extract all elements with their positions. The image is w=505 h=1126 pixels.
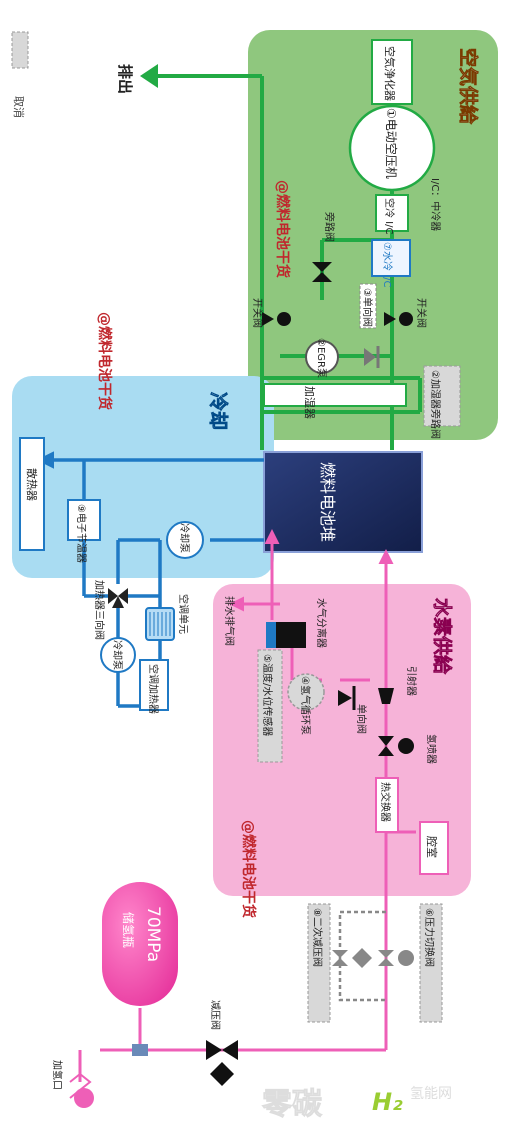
hydrogen-supply-title: 水素供給 [431, 598, 454, 675]
secondary-reducer-valve [332, 948, 372, 968]
legend-cancel-swatch [11, 31, 29, 69]
fill-port-label: 加氢口 [51, 1060, 64, 1090]
fuel-cell-stack-label: 燃料电池堆 [318, 462, 337, 542]
coolant-pump-small [100, 637, 136, 673]
radiator-label: 散热器 [25, 468, 39, 501]
water-separator-label: 水气分离器 [315, 598, 328, 648]
compressor-label: ①电动空压机 [384, 108, 398, 179]
fill-port: 加氢口 [51, 1060, 94, 1108]
h2-recirculation-pump [287, 673, 325, 711]
exhaust-path: 排出 [116, 64, 264, 450]
h2-check-valve-label: 单向阀 [355, 704, 368, 734]
fuel-cell-stack [263, 451, 423, 553]
ac-unit [145, 607, 175, 641]
ic-note: I/C：中冷器 [429, 178, 442, 231]
ac-unit-fins [149, 612, 171, 636]
watermark-2: @燃料电池干货 [96, 312, 113, 410]
three-way-valve-label: 加热器三向阀 [93, 580, 106, 640]
coolant-pump-main [166, 521, 204, 559]
hydrogen-injector: 氢喷器 [378, 734, 438, 764]
thermostat-label: ⑨电子节温器 [75, 504, 88, 563]
ac-heater-label: 空调加热器 [147, 664, 160, 714]
pressure-switch-valve [378, 950, 414, 966]
switch-valve-right: 开关阀 [384, 298, 428, 328]
drain-valve-label: 排水排气阀 [223, 596, 236, 646]
heat-exchanger [375, 777, 399, 833]
secondary-reducer-bypass [338, 910, 386, 1002]
humidifier-label: 加湿器 [303, 386, 316, 419]
hydrogen-tank [102, 882, 178, 1006]
heat-exchanger-label: 热交换器 [379, 782, 392, 822]
tank-pressure-label: 70MPa [143, 906, 163, 962]
check-valve-label: ③单向阀 [361, 288, 374, 327]
secondary-reducer-label: ⑧二次减压阀 [311, 908, 324, 967]
cooling-section [12, 376, 274, 578]
egr-check-valve [364, 346, 380, 368]
separator-water-level [266, 622, 276, 648]
pressure-switch-valve-label: ⑥压力切换阀 [423, 908, 436, 967]
secondary-reducer-box [307, 903, 331, 1023]
pressure-reducer: 减压阀 [206, 1000, 238, 1086]
water-cooled-intercooler [371, 239, 411, 277]
electric-compressor [348, 104, 436, 192]
bypass-valve-label: 旁路阀 [323, 212, 336, 242]
legend: 取消 [11, 31, 29, 118]
exhaust-label: 排出 [116, 64, 134, 94]
water-ic-label: ⑦水冷 I/C [381, 242, 394, 287]
egr-pump [305, 340, 339, 374]
coolant-pump-small-label: 冷却泵 [111, 640, 124, 670]
electronic-thermostat [67, 499, 101, 541]
heater-three-way-valve: 加热器三向阀 [93, 580, 128, 640]
temp-level-sensor-box [257, 649, 283, 763]
site-logo: 零碳 H₂ 氢能网 [262, 1086, 452, 1122]
temp-level-sensor-label: ⑤温度/水位传感器 [261, 654, 274, 736]
air-filter-label: 空気浄化器 [383, 46, 397, 101]
tank-label: 储氢瓶 [121, 912, 136, 948]
ac-heater [139, 659, 169, 711]
chamber-label: 腔室 [425, 836, 439, 858]
check-valve-box [359, 283, 377, 329]
site-logo-text: 零碳 [262, 1087, 323, 1122]
switch-valve-left-label: 开关阀 [251, 298, 264, 328]
humidifier-bypass-label: ②加湿器旁路阀 [429, 370, 442, 439]
site-logo-suffix: 氢能网 [410, 1086, 452, 1102]
tank-valve [132, 1044, 148, 1056]
air-supply-section [248, 30, 498, 440]
watermark-3: @燃料电池干货 [240, 820, 257, 918]
air-cooled-intercooler [375, 194, 409, 232]
injector-label: 氢喷器 [425, 734, 438, 764]
cooling-title: 冷却 [207, 392, 230, 430]
chamber [419, 821, 449, 875]
pressure-switch-valve-box [419, 903, 443, 1023]
site-logo-h2: H₂ [372, 1088, 403, 1116]
legend-cancel-label: 取消 [12, 96, 26, 118]
air-ic-label: 空冷 I/C [383, 198, 396, 234]
ac-unit-label: 空调单元 [177, 594, 190, 634]
ejector [378, 688, 394, 704]
h2-check-valve: 单向阀 [338, 686, 368, 734]
bypass-valve: 旁路阀 [312, 212, 336, 282]
watermark-1: @燃料电池干货 [274, 180, 291, 278]
air-filter [371, 39, 413, 105]
ejector-label: 引射器 [405, 666, 417, 696]
humidifier-bypass-box [423, 365, 461, 427]
radiator [19, 437, 45, 551]
h2-pump-label: ④氢气循环泵 [299, 676, 312, 735]
humidifier [263, 383, 407, 407]
air-supply-title: 空気供給 [457, 48, 480, 125]
egr-pump-label: ②EGR泵 [315, 338, 327, 378]
switch-valve-right-label: 开关阀 [415, 298, 428, 328]
cooling-lines [50, 458, 264, 708]
coolant-pump-main-label: 冷却泵 [178, 523, 191, 553]
switch-valve-left: 开关阀 [251, 298, 291, 328]
pressure-reducer-label: 减压阀 [209, 1000, 222, 1030]
